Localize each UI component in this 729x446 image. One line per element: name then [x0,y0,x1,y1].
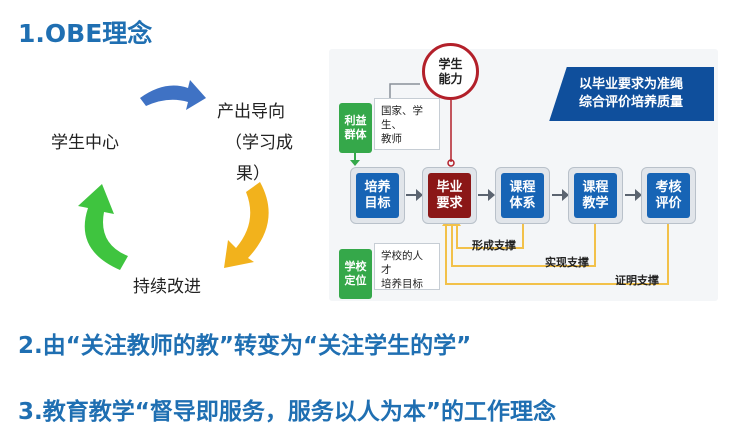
ability-line1: 学生 [438,56,463,71]
student-ability-circle: 学生 能力 [422,43,479,100]
box-line1: 考核 [655,179,682,195]
gold-cycle-arrow [224,182,269,268]
point-3-heading: 3.教育教学“督导即服务，服务以人为本”的工作理念 [18,399,556,425]
green-cycle-arrow [78,184,128,270]
position-tag-line2: 定位 [344,274,367,287]
box-line2: 评价 [655,195,682,211]
cycle-label-outcome-sub: （学习成 [225,133,293,153]
box-line2: 要求 [436,195,463,211]
ability-line2: 能力 [438,71,463,86]
box-line2: 目标 [364,195,391,211]
banner-line2: 综合评价培养质量 [578,95,683,110]
support-label-realization: 实现支撑 [545,256,589,269]
box-line1: 培养 [364,179,391,195]
box-line1: 课程 [582,179,609,195]
box-training-goal: 培养 目标 [350,167,405,224]
box-course-teaching: 课程 教学 [568,167,623,224]
box-line2: 体系 [509,195,536,211]
position-tag-line1: 学校 [344,260,367,273]
box-line1: 课程 [509,179,536,195]
banner-line1: 以毕业要求为准绳 [578,77,683,92]
box-graduation-requirement: 毕业 要求 [422,167,477,224]
cycle-label-outcome-end: 果） [236,164,270,184]
position-note-line1: 学校的人才 [381,250,423,276]
cycle-label-improve: 持续改进 [133,277,201,297]
box-assessment: 考核 评价 [641,167,696,224]
cycle-label-student-center: 学生中心 [51,133,119,153]
box-line2: 教学 [582,195,609,211]
box-course-system: 课程 体系 [495,167,550,224]
cycle-label-outcome: 产出导向 [217,102,285,122]
page-title: 1.OBE理念 [18,19,153,48]
interest-tag-line2: 群体 [344,128,367,141]
interest-group-note: 国家、学生、 教师 [374,98,440,150]
interest-note-line2: 教师 [381,133,402,145]
interest-group-tag: 利益 群体 [339,103,372,153]
support-label-formation: 形成支撑 [472,239,516,252]
blue-cycle-arrow [140,80,206,110]
support-label-proof: 证明支撑 [615,274,659,287]
school-position-tag: 学校 定位 [339,249,372,299]
school-position-note: 学校的人才 培养目标 [374,243,440,290]
box-line1: 毕业 [436,179,463,195]
point-2-heading: 2.由“关注教师的教”转变为“关注学生的学” [18,333,472,359]
position-note-line2: 培养目标 [381,278,423,290]
interest-tag-line1: 利益 [344,114,367,127]
quality-banner: 以毕业要求为准绳 综合评价培养质量 [548,67,714,121]
interest-note-line1: 国家、学生、 [381,105,423,131]
